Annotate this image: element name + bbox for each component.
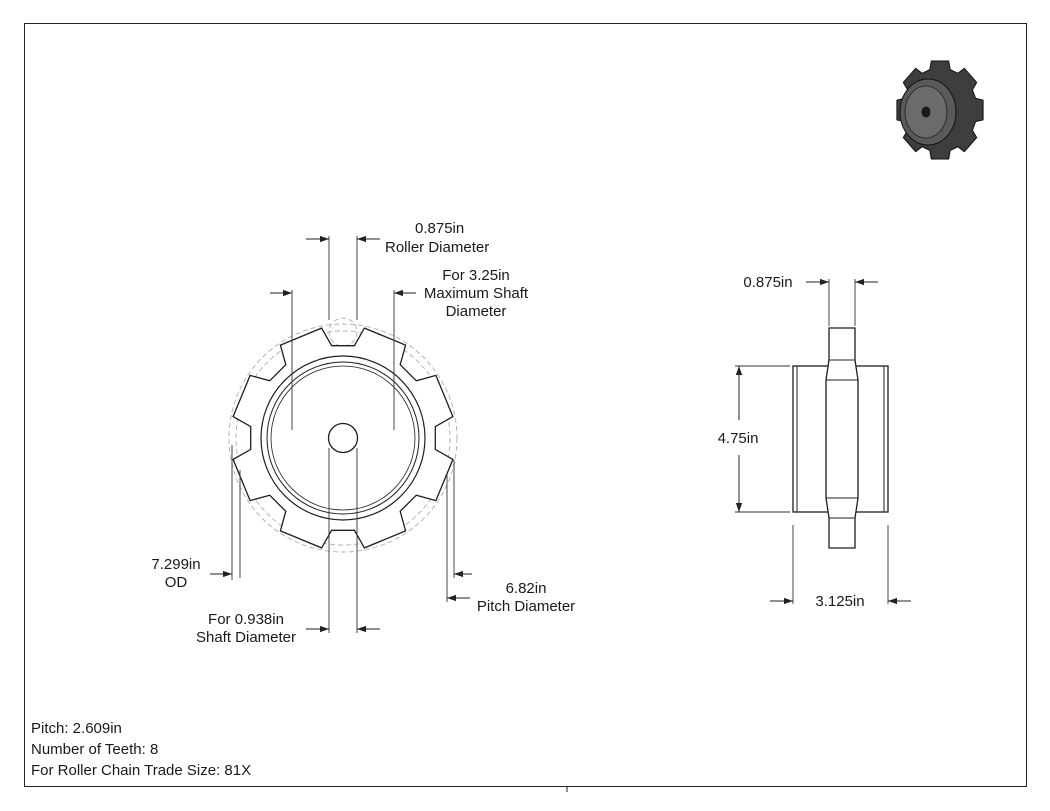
shaft-diameter-label: Shaft Diameter: [196, 629, 296, 646]
overall-length-value: 3.125in: [815, 593, 864, 610]
side-view: [792, 327, 889, 549]
side-tooth-plate: [825, 327, 859, 549]
hub-inner-ring: [266, 361, 420, 515]
max-shaft-line1: For 3.25in: [442, 267, 510, 284]
spec-notes: Pitch: 2.609in Number of Teeth: 8 For Ro…: [31, 720, 251, 779]
pitch-diameter-label: Pitch Diameter: [477, 598, 575, 615]
max-shaft-line3: Diameter: [446, 303, 507, 320]
od-dimension: 7.299in OD: [151, 445, 233, 591]
shaft-diameter-dimension: For 0.938in Shaft Diameter: [196, 448, 380, 646]
isometric-view: [896, 60, 984, 160]
tooth-width-value: 0.875in: [743, 274, 792, 291]
pitch-circle: [235, 330, 451, 546]
od-value: 7.299in: [151, 556, 200, 573]
max-shaft-line2: Maximum Shaft: [424, 285, 529, 302]
shaft-bore: [327, 422, 359, 454]
roller-diameter-dimension: 0.875in Roller Diameter: [306, 220, 489, 320]
roller-circle-top: [328, 317, 358, 347]
hub-diameter-dimension: 4.75in: [718, 365, 790, 513]
note-teeth: Number of Teeth: 8: [31, 741, 158, 758]
note-trade-size: For Roller Chain Trade Size: 81X: [31, 762, 251, 779]
shaft-diameter-value: For 0.938in: [208, 611, 284, 628]
od-label: OD: [165, 574, 188, 591]
iso-bore: [921, 106, 931, 118]
tooth-width-dimension: 0.875in: [743, 274, 878, 326]
hub-face-ring: [270, 365, 416, 511]
hub-outer-ring: [260, 355, 426, 521]
roller-diameter-label: Roller Diameter: [385, 239, 489, 256]
max-shaft-dimension: For 3.25in Maximum Shaft Diameter: [270, 267, 529, 430]
roller-diameter-value: 0.875in: [415, 220, 464, 237]
overall-length-dimension: 3.125in: [770, 525, 911, 610]
od-circle: [228, 323, 458, 553]
drawing-border: [24, 23, 1027, 787]
pitch-diameter-value: 6.82in: [506, 580, 547, 597]
hub-diameter-value: 4.75in: [718, 430, 759, 447]
note-pitch: Pitch: 2.609in: [31, 720, 122, 737]
pitch-diameter-dimension: 6.82in Pitch Diameter: [239, 460, 575, 615]
front-view: [228, 317, 458, 553]
